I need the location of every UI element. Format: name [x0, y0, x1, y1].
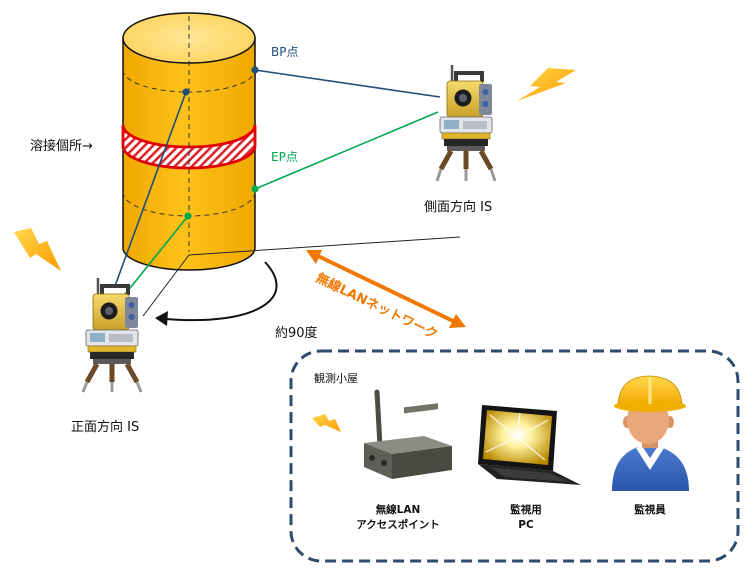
hut-title: 観測小屋 — [314, 371, 358, 385]
tripod-leg — [489, 168, 497, 182]
access-point-top — [364, 436, 452, 454]
network-arrow — [306, 250, 466, 328]
station-handle — [100, 284, 130, 295]
side-total-station — [435, 65, 497, 182]
ep-point-side — [251, 185, 259, 193]
station-tribrach — [90, 352, 134, 359]
bp-point-side — [251, 66, 259, 74]
network-arrow-head-end — [449, 314, 466, 328]
tripod-leg — [84, 362, 100, 384]
front-total-station — [81, 278, 143, 393]
access-point-side — [392, 446, 452, 479]
laptop-screen-rays — [485, 412, 549, 461]
station-side-panel — [125, 297, 138, 328]
laptop-icon — [478, 405, 581, 485]
station-lens-glass — [459, 94, 467, 102]
hut-border — [289, 349, 740, 563]
station-knob — [128, 302, 135, 308]
station-handle — [454, 71, 484, 82]
side-baseline — [188, 236, 461, 256]
tripod-leg — [124, 362, 140, 384]
station-base — [87, 345, 137, 353]
angle-arrow-curve — [165, 261, 278, 322]
tripod-leg — [81, 381, 89, 393]
access-point-panel — [404, 403, 438, 414]
worker-collar — [636, 446, 664, 470]
station-tribrach — [444, 139, 488, 146]
bp-label: BP点 — [271, 45, 298, 59]
side-station-label: 側面方向 IS — [424, 199, 492, 215]
pc-label-line2: PC — [518, 519, 534, 531]
angle-arrow-head — [155, 311, 168, 326]
steel-column — [121, 12, 257, 271]
ep-label: EP点 — [271, 150, 298, 164]
station-keys — [109, 334, 133, 342]
lightning-icon — [312, 414, 341, 432]
bp-point-front — [182, 88, 190, 96]
pc-label-line1: 監視用 — [510, 503, 542, 516]
tripod-leg — [438, 149, 454, 171]
weld-label: 溶接個所→ — [30, 138, 93, 154]
network-arrow-head-start — [306, 250, 322, 264]
angle-label: 約90度 — [275, 325, 318, 341]
access-point-device — [364, 389, 452, 479]
access-point-antenna — [374, 389, 383, 449]
front-station-label: 正面方向 IS — [71, 419, 139, 435]
bp-sight-line-side — [254, 69, 441, 98]
station-base — [441, 132, 491, 140]
observation-hut: 観測小屋 無線LAN アクセスポイント — [289, 349, 740, 563]
weld-band — [121, 124, 257, 170]
front-baseline — [142, 254, 190, 317]
ep-point-front — [184, 212, 192, 220]
ep-sight-line-side — [254, 111, 439, 190]
access-point-connector — [381, 460, 387, 466]
lightning-icon — [517, 68, 576, 101]
access-point-label-line1: 無線LAN — [376, 503, 421, 516]
laptop-keyboard — [489, 467, 570, 482]
access-point-connector — [369, 455, 375, 461]
tripod-leg — [435, 168, 443, 182]
access-point-front — [364, 443, 392, 479]
angle-arrow — [155, 261, 278, 326]
tripod-leg — [135, 381, 143, 393]
worker-icon — [612, 375, 689, 491]
monitor-label: 監視員 — [634, 503, 666, 516]
station-knob — [128, 314, 135, 320]
access-point-label-line2: アクセスポイント — [356, 518, 439, 531]
station-lens-glass — [105, 307, 113, 315]
tripod-head — [93, 359, 131, 364]
tripod-head — [447, 146, 485, 151]
worker-helmet-brim — [614, 400, 686, 412]
station-display — [90, 333, 105, 342]
station-keys — [463, 121, 487, 129]
station-side-panel — [479, 84, 492, 115]
station-display — [444, 120, 459, 129]
network-arrow-shaft — [317, 254, 454, 323]
tripod-leg — [478, 149, 494, 171]
station-knob — [482, 101, 489, 107]
bp-sight-line-front — [114, 91, 187, 287]
station-knob — [482, 89, 489, 95]
lightning-icon — [14, 228, 61, 271]
